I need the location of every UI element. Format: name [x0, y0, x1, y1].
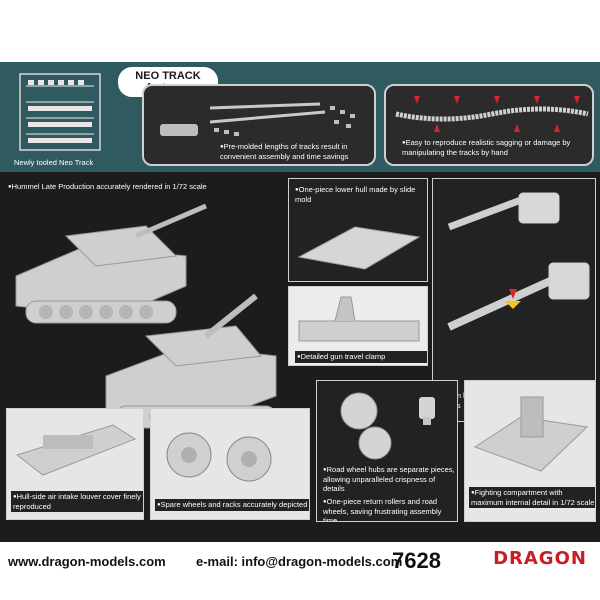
neo-track-band: Newly tooled Neo Track NEO TRACK feature… [0, 62, 600, 172]
spare-wheels-caption: Spare wheels and racks accurately depict… [155, 499, 309, 511]
neo-track-feature-2: Easy to reproduce realistic sagging or d… [384, 84, 594, 166]
footer: www.dragon-models.com e-mail: info@drago… [0, 542, 600, 600]
lower-hull-panel: One-piece lower hull made by slide mold [288, 178, 428, 282]
spare-wheels-image [166, 432, 272, 482]
neo-track-title-line1: NEO TRACK [135, 70, 201, 82]
email-link[interactable]: e-mail: info@dragon-models.com [196, 554, 403, 569]
track-lengths-image [160, 102, 355, 136]
track-sprue-image [19, 73, 101, 151]
gun-clamp-caption: Detailed gun travel clamp [295, 351, 427, 363]
dragon-logo: DRAGON [493, 548, 587, 569]
sagging-track-image [395, 96, 589, 132]
road-wheels-panel: Road wheel hubs are separate pieces, all… [316, 380, 458, 522]
hummel-vehicles-image [15, 203, 277, 429]
road-wheels-caption-1: Road wheel hubs are separate pieces, all… [323, 465, 455, 493]
product-box-back: Newly tooled Neo Track NEO TRACK feature… [0, 62, 600, 542]
lower-hull-image [297, 226, 421, 270]
howitzer-image [447, 192, 590, 331]
louver-panel: Hull-side air intake louver cover finely… [6, 408, 144, 520]
gun-clamp-image [298, 296, 420, 342]
feature-2-text: Easy to reproduce realistic sagging or d… [402, 138, 588, 157]
neo-track-feature-1: Pre-molded lengths of tracks result in c… [142, 84, 376, 166]
road-wheels-caption-2: One-piece return rollers and road wheels… [323, 497, 455, 521]
hero-caption: Hummel Late Production accurately render… [8, 182, 207, 192]
road-wheels-image [340, 392, 435, 460]
lower-hull-caption: One-piece lower hull made by slide mold [295, 185, 423, 204]
fighting-compartment-image [473, 396, 589, 472]
sprue-caption: Newly tooled Neo Track [14, 158, 94, 167]
louver-image [15, 424, 137, 476]
spare-wheels-panel: Spare wheels and racks accurately depict… [150, 408, 310, 520]
louver-caption: Hull-side air intake louver cover finely… [11, 491, 143, 512]
fighting-compartment-caption: Fighting compartment with maximum intern… [469, 487, 595, 508]
website-link[interactable]: www.dragon-models.com [8, 554, 166, 569]
kit-number: 7628 [392, 548, 441, 573]
fighting-compartment-panel: Fighting compartment with maximum intern… [464, 380, 596, 522]
feature-1-text: Pre-molded lengths of tracks result in c… [220, 142, 370, 161]
gun-clamp-panel: Detailed gun travel clamp [288, 286, 428, 366]
